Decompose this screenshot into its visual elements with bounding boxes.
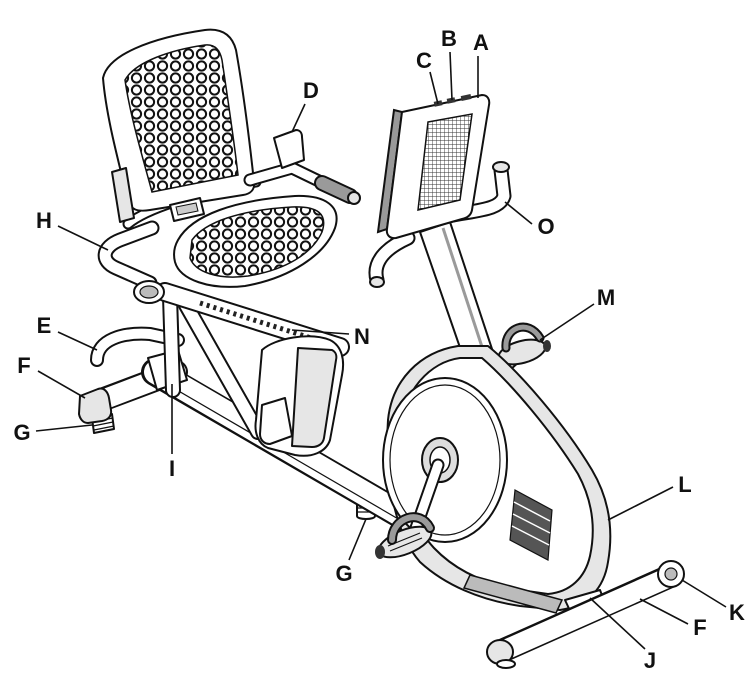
console-mast-shading (441, 227, 487, 357)
callout-c: C (416, 48, 432, 73)
handlebar-left-body (370, 232, 414, 286)
leader-line-h (57, 225, 109, 251)
left-pedal (375, 458, 445, 559)
leader-line-l (607, 486, 674, 521)
handlebar-right-end-cap (492, 161, 510, 173)
leader-line-b (449, 51, 453, 101)
rear-curved-bracket (90, 326, 185, 367)
rear-curved-bracket-body (92, 328, 183, 365)
leader-line-k (681, 579, 727, 608)
seat-carriage-cover-panel (291, 347, 338, 448)
leader-line-g-frame (348, 518, 367, 561)
housing-base-skirt (462, 574, 564, 614)
callout-a: A (473, 30, 489, 55)
housing-vent-slats (511, 501, 551, 546)
seat-support-strut (178, 297, 266, 440)
seat-bottom-mesh (189, 206, 325, 278)
callout-o: O (537, 214, 554, 239)
front-stabilizer (486, 560, 685, 669)
seat-back (102, 28, 256, 223)
console-button-right (460, 94, 472, 101)
right-pedal-axle (543, 340, 551, 352)
leader-line-d (291, 103, 306, 133)
seat-bottom (173, 194, 338, 288)
seat-post (162, 288, 181, 398)
leader-line-c (429, 71, 439, 105)
right-handle-grip (316, 177, 356, 202)
left-side-handle (97, 220, 165, 304)
leader-line-n (291, 329, 350, 335)
callout-k: K (729, 600, 745, 625)
rear-stabilizer-end-cap (78, 387, 113, 424)
seat-post-body (164, 291, 179, 396)
seat-back-side-bracket (111, 167, 135, 223)
leader-line-o (504, 201, 533, 225)
flywheel-cover-rim (389, 384, 501, 536)
leader-line-f-front (639, 598, 689, 625)
front-stabilizer-body (495, 568, 677, 660)
seat-back-mesh (124, 44, 239, 193)
housing-vent (509, 489, 553, 561)
leader-line-g-rear (35, 424, 93, 432)
seat-adjust-lever (259, 397, 293, 445)
leader-line-m (539, 303, 595, 341)
right-side-handle (243, 129, 361, 205)
callout-j: J (644, 648, 656, 673)
callout-d: D (303, 78, 319, 103)
callout-b: B (441, 26, 457, 51)
leader-line-f-rear (37, 370, 86, 399)
callout-e: E (37, 313, 52, 338)
leader-line-e (57, 331, 98, 351)
callout-m: M (597, 285, 615, 310)
handlebar-left-end-cap (369, 276, 385, 288)
right-handle-bracket (273, 129, 305, 169)
callout-g-frame: G (335, 561, 352, 586)
console-display (417, 113, 473, 211)
callout-h: H (36, 208, 52, 233)
right-pedal-strap (503, 324, 543, 351)
seat-adjust-plate (169, 197, 205, 222)
callout-n: N (354, 324, 370, 349)
left-side-handle-body (99, 222, 158, 289)
left-pedal-strap (389, 514, 433, 543)
transport-wheel-hub (664, 567, 678, 581)
seat-support-strut-body (180, 299, 264, 438)
main-housing (382, 345, 612, 614)
callout-f-rear: F (17, 353, 30, 378)
seat-adjust-knob-center (139, 285, 159, 299)
seat-adjust-plate-inset (175, 202, 199, 216)
callout-l: L (678, 472, 691, 497)
seat-carriage-cover (254, 335, 345, 457)
front-leveling-foot (496, 659, 516, 669)
callout-f-front: F (693, 615, 706, 640)
right-handle-end-cap (347, 191, 361, 205)
callout-g-rear: G (13, 420, 30, 445)
leader-lines (35, 51, 727, 650)
console (376, 94, 491, 240)
left-pedal-axle (375, 545, 385, 559)
console-button-middle (446, 97, 456, 104)
leader-line-j (589, 597, 646, 650)
callout-labels: A B C D H O M N E F G I L G K F J (13, 26, 745, 673)
callout-i: I (169, 456, 175, 481)
